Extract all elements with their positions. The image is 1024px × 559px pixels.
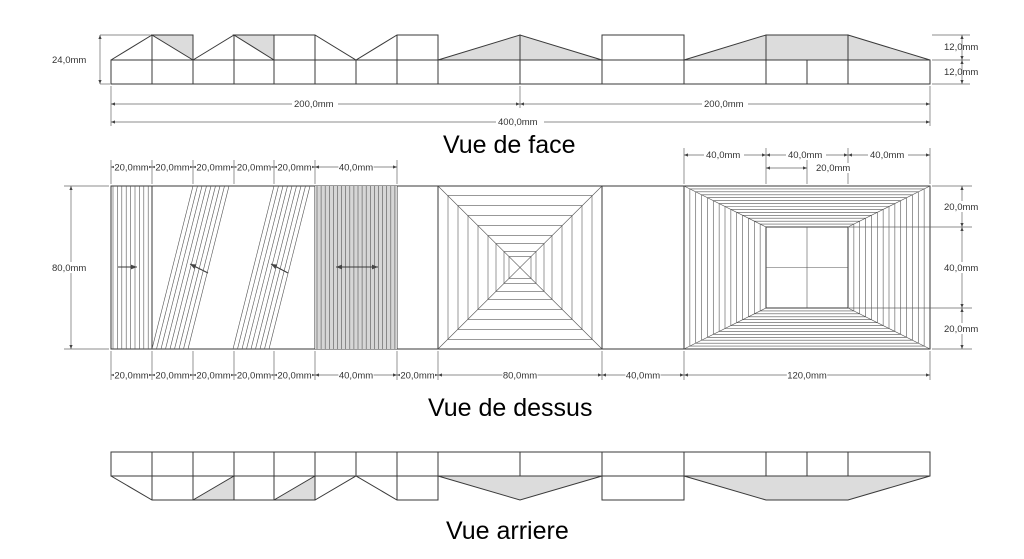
- front-dim-half-left: 200,0mm: [294, 99, 334, 110]
- top-dim-label-bg: [236, 162, 272, 172]
- bottom-dim-label: 40,0mm: [626, 371, 660, 382]
- front-dim-total: 400,0mm: [498, 117, 538, 128]
- pyramid-step: [467, 215, 573, 320]
- bottom-dim-label-bg: [786, 370, 828, 380]
- hatch-line: [232, 185, 275, 350]
- bottom-dim-label-bg: [195, 370, 232, 380]
- top-dim-label-bg: [113, 162, 150, 172]
- top-right-dim-3: 40,0mm: [870, 150, 904, 161]
- bottom-dim-label-bg: [338, 370, 374, 380]
- hatch-line: [151, 185, 194, 350]
- top-dim-label: 40,0mm: [339, 163, 373, 174]
- bottom-dim-label: 20,0mm: [400, 371, 434, 382]
- bottom-dim-label: 20,0mm: [155, 371, 189, 382]
- hatch-line: [264, 185, 306, 350]
- top-side-dim-3: 20,0mm: [944, 324, 978, 335]
- front-view-title: Vue de face: [443, 131, 576, 159]
- pyramid-step: [457, 205, 583, 330]
- bottom-dim-label: 20,0mm: [237, 371, 271, 382]
- bottom-dim-label: 120,0mm: [787, 371, 827, 382]
- hatch-line: [169, 185, 212, 350]
- pyramid-diagonal: [437, 185, 603, 350]
- bottom-dim-label-bg: [502, 370, 538, 380]
- bottom-dim-label-bg: [625, 370, 661, 380]
- top-dim-label: 20,0mm: [114, 163, 148, 174]
- pyramid-step: [487, 235, 553, 300]
- back-view-title: Vue arriere: [446, 517, 569, 545]
- hatch-line: [156, 185, 198, 350]
- hatch-line: [255, 185, 297, 350]
- top-dim-label-bg: [338, 162, 374, 172]
- hatch-line: [241, 185, 284, 350]
- top-dim-height: 80,0mm: [52, 263, 86, 274]
- front-height-bottom: 12,0mm: [944, 67, 978, 78]
- pyramid-step: [508, 256, 532, 279]
- bottom-dim-label-bg: [236, 370, 272, 380]
- top-right-dim-inner: 20,0mm: [816, 163, 850, 174]
- pyramid-step: [477, 225, 563, 310]
- top-view: 80,0mm 20,0mm 20,0mm 20,0mm 20,0mm 20,0mm 40,…: [50, 148, 982, 422]
- hatch-line: [165, 185, 207, 350]
- top-right-dim-1: 40,0mm: [706, 150, 740, 161]
- hatch-line: [174, 185, 216, 350]
- pyramid-step: [495, 243, 545, 292]
- hatch-line: [187, 185, 230, 350]
- top-frame: [683, 185, 931, 350]
- bottom-dim-row: 20,0mm 20,0mm 20,0mm 20,0mm 20,0mm 40,0mm 20,0…: [110, 351, 931, 382]
- bottom-dim-label-bg: [154, 370, 191, 380]
- front-height-top: 12,0mm: [944, 42, 978, 53]
- bottom-dim-label-bg: [399, 370, 436, 380]
- pyramid-step: [447, 195, 593, 340]
- hatch-line: [178, 185, 221, 350]
- top-dim-label: 20,0mm: [277, 163, 311, 174]
- hatch-line: [268, 185, 311, 350]
- top-dim-row: 20,0mm 20,0mm 20,0mm 20,0mm 20,0mm 40,0mm: [110, 160, 398, 184]
- front-view: 24,0mm 12,0mm 12,0mm 200,0mm 200,0mm 400…: [52, 34, 978, 159]
- bottom-dim-label: 40,0mm: [339, 371, 373, 382]
- hatch-line: [237, 185, 279, 350]
- front-dim-half-right: 200,0mm: [704, 99, 744, 110]
- hatch-line: [246, 185, 288, 350]
- top-view-title: Vue de dessus: [428, 394, 592, 422]
- bottom-dim-label: 20,0mm: [277, 371, 311, 382]
- top-side-dim-2: 40,0mm: [944, 263, 978, 274]
- back-view: Vue arriere: [110, 451, 931, 545]
- top-right-dim-2: 40,0mm: [788, 150, 822, 161]
- hatch-line: [250, 185, 293, 350]
- bottom-dim-label-bg: [113, 370, 150, 380]
- top-side-dim-1: 20,0mm: [944, 202, 978, 213]
- top-dim-label-bg: [154, 162, 191, 172]
- hatch-line: [183, 185, 225, 350]
- pyramid-step: [503, 251, 537, 284]
- top-dim-label: 20,0mm: [155, 163, 189, 174]
- bottom-dim-label-bg: [276, 370, 313, 380]
- bottom-dim-label: 80,0mm: [503, 371, 537, 382]
- top-dim-label-bg: [195, 162, 232, 172]
- top-dim-label: 20,0mm: [237, 163, 271, 174]
- bottom-dim-label: 20,0mm: [114, 371, 148, 382]
- hatch-line: [259, 185, 302, 350]
- top-dim-label: 20,0mm: [196, 163, 230, 174]
- top-dim-label-bg: [276, 162, 313, 172]
- bottom-dim-label: 20,0mm: [196, 371, 230, 382]
- hatch-line: [160, 185, 203, 350]
- front-height-total: 24,0mm: [52, 55, 86, 66]
- top-pyramid: [437, 185, 603, 350]
